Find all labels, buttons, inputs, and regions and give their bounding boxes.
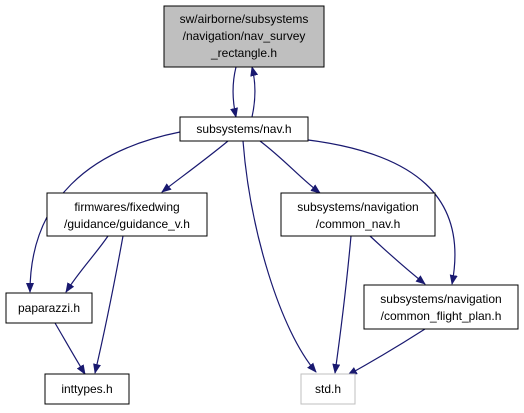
edge-nav-to-nav-survey-rectangle [250,66,259,118]
node-label: _rectangle.h [210,46,277,60]
node-label: /guidance/guidance_v.h [64,217,190,231]
node-paparazzi[interactable]: paparazzi.h [5,292,93,324]
edge-nav-survey-rectangle-to-nav [230,66,238,118]
edge-guidance-v-to-paparazzi [65,235,109,293]
node-label: sw/airborne/subsystems [180,12,309,26]
edge-paparazzi-to-inttypes [54,322,86,375]
nodes: sw/airborne/subsystems /navigation/nav_s… [5,5,519,405]
node-label: inttypes.h [61,382,112,396]
node-label: subsystems/nav.h [196,122,291,136]
node-label: /common_flight_plan.h [381,309,502,323]
edges [26,66,458,376]
node-label: subsystems/navigation [297,200,418,214]
edge-guidance-v-to-inttypes [93,235,124,374]
node-nav[interactable]: subsystems/nav.h [179,116,309,142]
edge-nav-to-guidance-v [161,140,229,193]
edge-nav-to-paparazzi [26,131,181,293]
node-label: /common_nav.h [316,217,401,231]
edge-nav-to-common-flight-plan [289,137,458,285]
edge-common-nav-to-common-flight-plan [369,235,426,285]
edge-nav-to-common-nav [259,140,321,194]
node-inttypes[interactable]: inttypes.h [44,373,130,405]
edge-common-nav-to-std [332,235,352,374]
node-label: firmwares/fixedwing [74,200,179,214]
node-common-flight-plan[interactable]: subsystems/navigation /common_flight_pla… [363,284,519,330]
node-std[interactable]: std.h [300,373,356,405]
edge-nav-to-std [242,140,317,373]
node-nav-survey-rectangle[interactable]: sw/airborne/subsystems /navigation/nav_s… [163,5,325,68]
node-label: paparazzi.h [18,301,80,315]
edge-common-flight-plan-to-std [347,328,426,376]
node-label: /navigation/nav_survey [183,29,306,43]
node-common-nav[interactable]: subsystems/navigation /common_nav.h [280,192,436,237]
node-guidance-v[interactable]: firmwares/fixedwing /guidance/guidance_v… [46,192,208,237]
node-label: subsystems/navigation [380,292,501,306]
node-label: std.h [315,382,341,396]
